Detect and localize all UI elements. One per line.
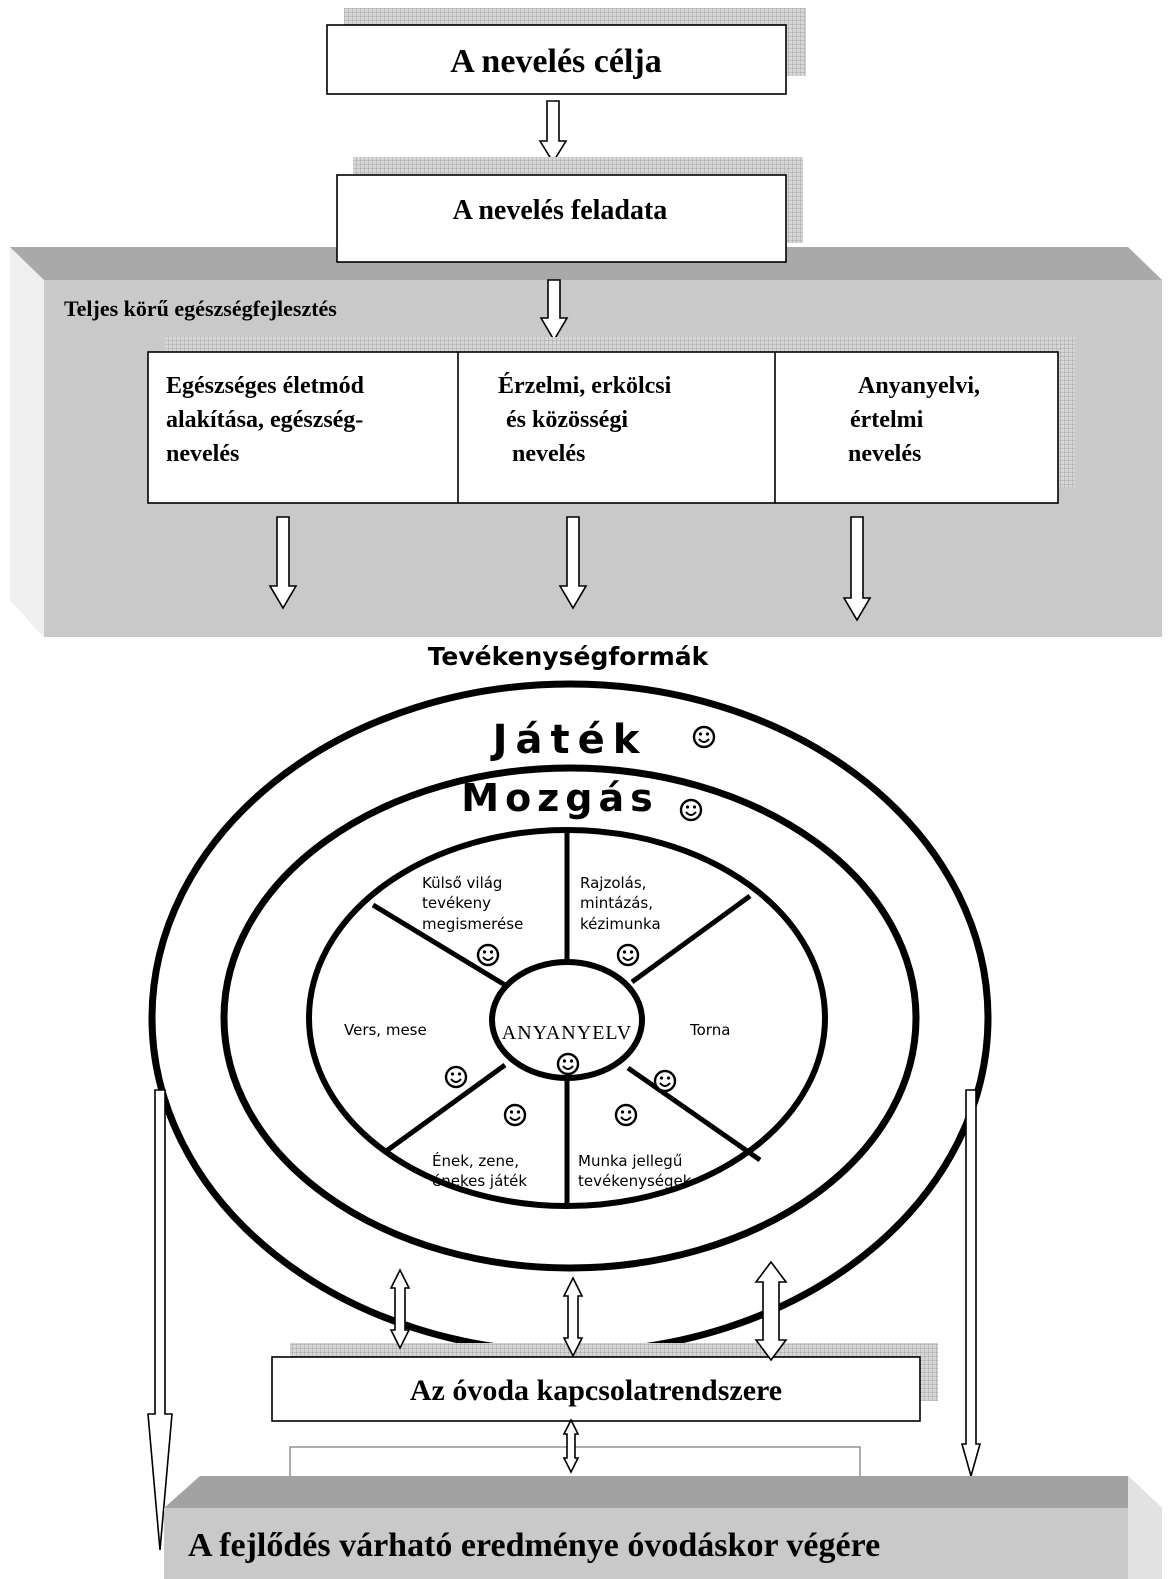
double-arrow-icon bbox=[754, 1260, 788, 1362]
double-arrow-icon bbox=[562, 1418, 580, 1474]
area-health-line: alakítása, egészség- bbox=[166, 407, 363, 433]
area-emotional-line: nevelés bbox=[512, 441, 585, 467]
segment-dividers bbox=[371, 830, 762, 1206]
segment-gym-line: Torna bbox=[689, 1021, 730, 1039]
segment-art-line: kézimunka bbox=[580, 915, 661, 933]
smiley-icon bbox=[679, 798, 703, 822]
area-emotional-line: Érzelmi, erkölcsi bbox=[498, 373, 672, 399]
relations-box: Az óvoda kapcsolatrendszere bbox=[271, 1343, 938, 1422]
smiley-icon bbox=[614, 1103, 638, 1127]
down-arrow-icon bbox=[842, 516, 872, 622]
area-health-line: Egészséges életmód bbox=[166, 373, 365, 399]
area-health-line: nevelés bbox=[166, 441, 239, 467]
area-emotional: Érzelmi, erkölcsi és közösségi nevelés bbox=[498, 373, 672, 467]
segment-world-line: megismerése bbox=[422, 915, 523, 933]
segment-world-line: Külső világ bbox=[422, 874, 502, 892]
segment-art-line: mintázás, bbox=[580, 894, 653, 912]
smiley-icon bbox=[444, 1065, 468, 1089]
down-arrow-icon bbox=[147, 1089, 173, 1551]
task-box: A nevelés feladata bbox=[336, 157, 803, 263]
task-title: A nevelés feladata bbox=[453, 195, 668, 226]
smiley-icon bbox=[692, 725, 716, 749]
down-arrow-icon bbox=[558, 516, 588, 610]
segment-work-line: tevékenységek bbox=[578, 1172, 692, 1190]
outer-ring-label: Játék bbox=[490, 717, 648, 763]
segment-music-line: énekes játék bbox=[432, 1172, 527, 1190]
segment-world-line: tevékeny bbox=[422, 894, 491, 912]
goal-title: A nevelés célja bbox=[450, 43, 662, 80]
activity-circles bbox=[148, 680, 992, 1356]
outcome-box: A fejlődés várható eredménye óvodáskor v… bbox=[164, 1476, 1162, 1579]
smiley-icon bbox=[556, 1052, 580, 1076]
area-language-line: Anyanyelvi, bbox=[858, 373, 980, 399]
segment-art-line: Rajzolás, bbox=[580, 874, 646, 892]
smiley-icon bbox=[653, 1069, 677, 1093]
health-panel-heading: Teljes körű egészségfejlesztés bbox=[64, 296, 337, 321]
area-language: Anyanyelvi, értelmi nevelés bbox=[848, 373, 980, 467]
area-language-line: nevelés bbox=[848, 441, 921, 467]
center-circle bbox=[489, 959, 645, 1081]
education-areas: Egészséges életmód alakítása, egészség- … bbox=[147, 337, 1075, 504]
down-arrow-icon bbox=[268, 516, 298, 610]
segment-music-line: Ének, zene, bbox=[432, 1151, 519, 1170]
down-arrow-icon bbox=[538, 100, 568, 164]
smiley-icon bbox=[476, 943, 500, 967]
area-emotional-line: és közösségi bbox=[506, 407, 628, 433]
down-arrow-icon bbox=[960, 1089, 982, 1479]
segment-work-line: Munka jellegű bbox=[578, 1152, 682, 1170]
outcome-title: A fejlődés várható eredménye óvodáskor v… bbox=[188, 1527, 880, 1564]
segment-poem-line: Vers, mese bbox=[344, 1021, 427, 1039]
double-arrow-icon bbox=[389, 1268, 411, 1350]
goal-box: A nevelés célja bbox=[326, 8, 806, 95]
segment-texts: Külső világ tevékeny megismerése Rajzolá… bbox=[344, 874, 730, 1190]
double-arrow-icon bbox=[562, 1276, 584, 1358]
area-health: Egészséges életmód alakítása, egészség- … bbox=[166, 373, 365, 467]
area-language-line: értelmi bbox=[850, 407, 924, 433]
down-arrow-icon bbox=[539, 279, 569, 342]
middle-ring-label: Mozgás bbox=[461, 776, 659, 820]
center-label: ANYANYELV bbox=[502, 1022, 632, 1044]
relations-title: Az óvoda kapcsolatrendszere bbox=[410, 1374, 782, 1407]
activities-heading: Tevékenységformák bbox=[428, 642, 710, 671]
smiley-icon bbox=[503, 1103, 527, 1127]
smiley-icon bbox=[616, 943, 640, 967]
